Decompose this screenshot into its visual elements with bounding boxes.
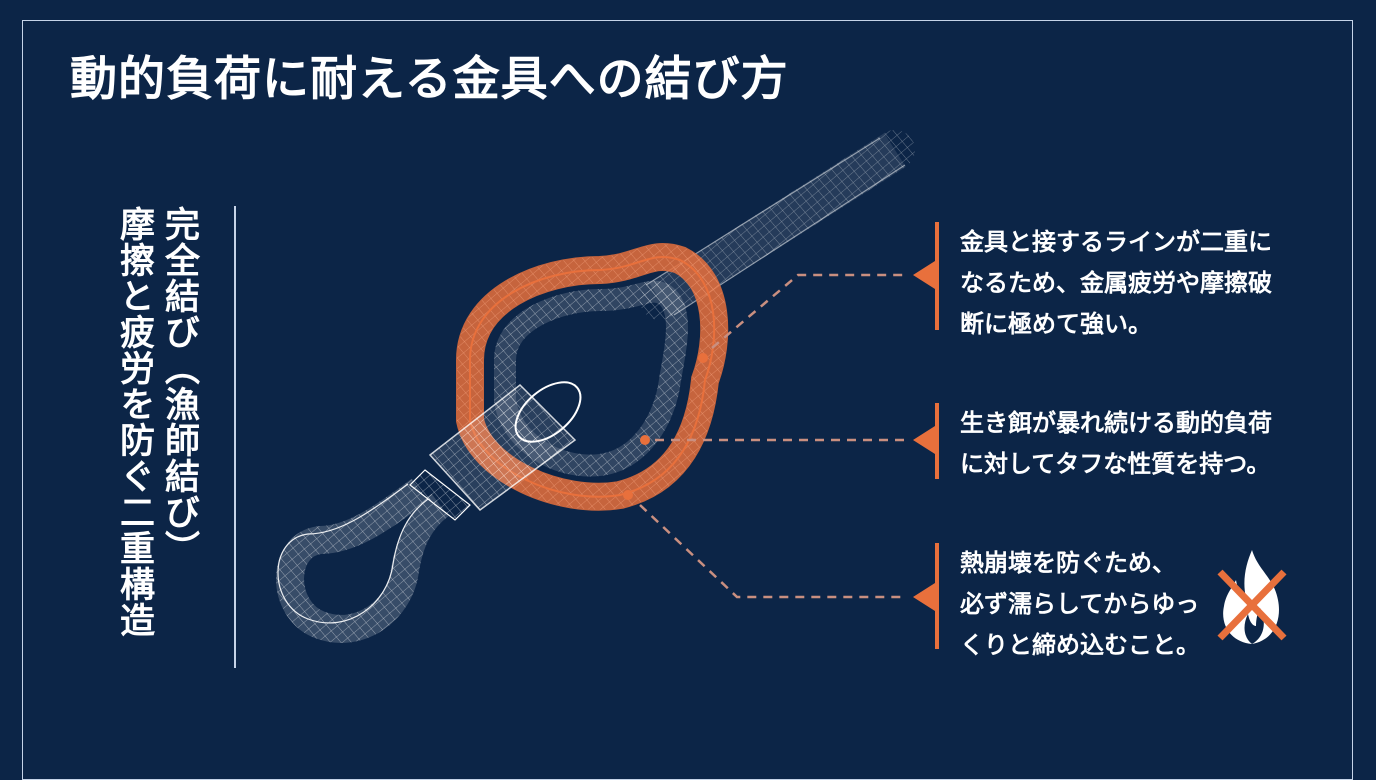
no-fire-icon: [1217, 550, 1287, 644]
double-line-loop: [456, 243, 729, 511]
knot-subtitle-vertical: 摩擦と疲労を防ぐ二重構造: [114, 206, 154, 638]
page-title: 動的負荷に耐える金具への結び方: [70, 52, 789, 107]
fishing-line: [640, 130, 915, 320]
callout-dot-3: [623, 490, 633, 500]
callout-bar: [935, 543, 939, 649]
callout-arrow-icon: [913, 426, 935, 454]
callout-bar: [935, 403, 939, 479]
swivel-eye: [276, 478, 449, 643]
swivel-barrel: [409, 381, 582, 521]
callout-dot-1: [698, 353, 708, 363]
callout-text: 金具と接するラインが二重に なるため、金属疲労や摩擦破 断に極めて強い。: [960, 228, 1272, 338]
side-divider: [234, 206, 236, 668]
leader-lines: [639, 273, 905, 599]
callout-arrow-icon: [913, 583, 935, 611]
callout-dot-2: [640, 435, 650, 445]
knot-illustration: [276, 130, 915, 643]
callout-arrow-icon: [913, 261, 935, 289]
callout-bar: [935, 222, 939, 330]
callout-text: 熱崩壊を防ぐため、 必ず濡らしてからゆっ くりと締め込むこと。: [960, 549, 1200, 659]
knot-name-vertical: 完全結び（漁師結び）: [159, 206, 199, 566]
callout-text: 生き餌が暴れ続ける動的負荷 に対してタフな性質を持つ。: [960, 409, 1272, 478]
